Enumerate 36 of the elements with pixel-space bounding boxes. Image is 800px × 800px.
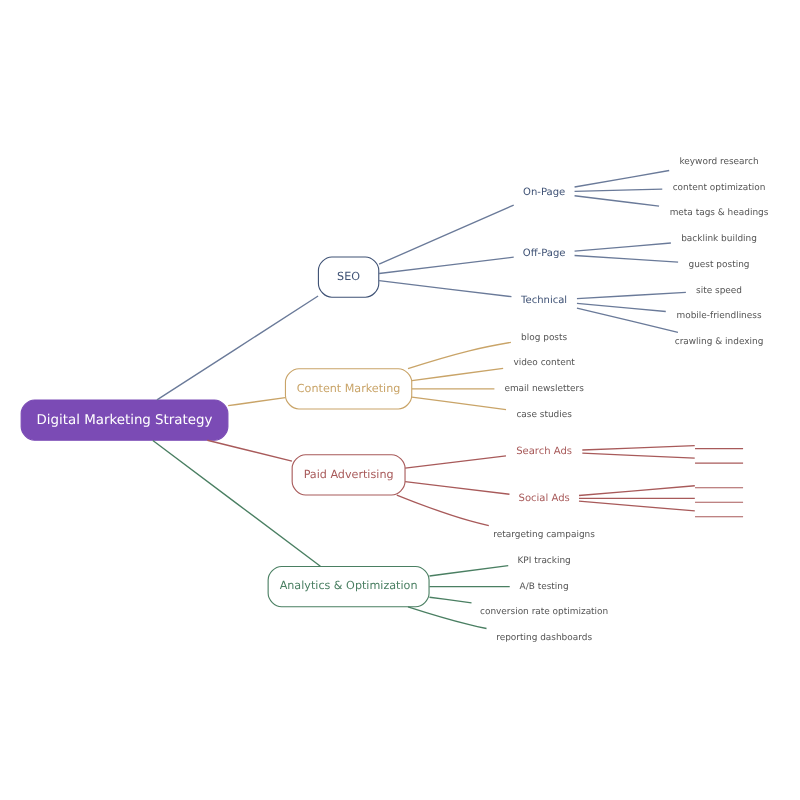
connector [573, 254, 679, 263]
connector [411, 396, 507, 411]
connector [573, 242, 672, 252]
connector [573, 169, 670, 188]
connector [576, 302, 667, 313]
connector [428, 596, 473, 604]
connector [581, 444, 696, 451]
connector [206, 439, 293, 462]
connector [581, 452, 696, 459]
connector [573, 188, 663, 193]
connector [578, 497, 696, 499]
connector [404, 480, 511, 495]
connector [411, 388, 496, 390]
node-line [694, 487, 744, 489]
connector [407, 606, 488, 630]
connector [407, 341, 512, 370]
connector [378, 204, 515, 265]
connector [396, 494, 490, 527]
connector [156, 295, 319, 401]
node-line [694, 501, 744, 503]
connector [578, 500, 696, 512]
connector [576, 291, 687, 300]
connector [152, 439, 322, 567]
connector [428, 564, 509, 577]
node-line [694, 462, 744, 464]
connector [378, 279, 513, 298]
connector [428, 585, 511, 588]
connector [573, 195, 660, 207]
connector [411, 367, 504, 382]
connector [576, 307, 679, 333]
node-line [694, 448, 744, 450]
node-line [694, 516, 744, 518]
connector [227, 396, 286, 407]
connector [378, 256, 515, 275]
connector [404, 455, 507, 469]
connector [578, 485, 696, 497]
